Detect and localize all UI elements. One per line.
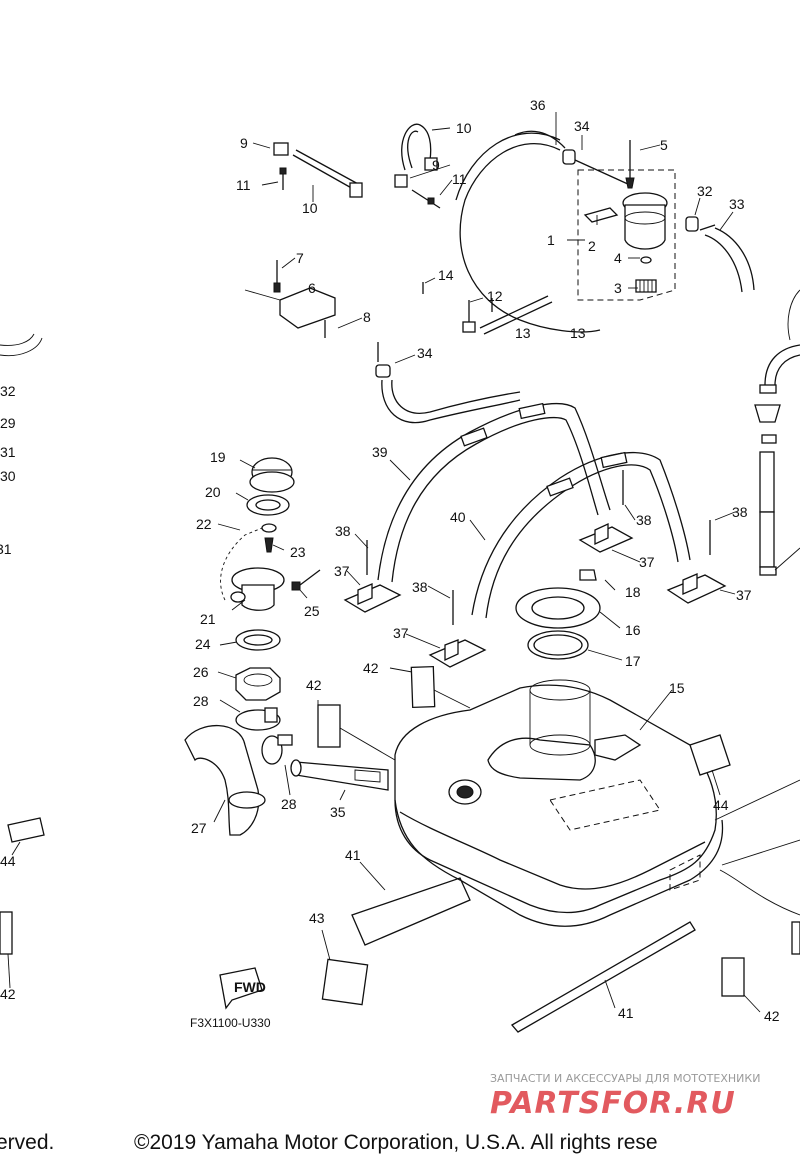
callout-44a: 44: [713, 797, 729, 813]
strap-holders: [343, 470, 727, 668]
callout-6: 6: [308, 280, 316, 296]
callout-41b: 41: [618, 1005, 634, 1021]
callout-37a: 37: [334, 563, 350, 579]
tank-pads: [0, 665, 800, 1033]
callout-42c: 42: [764, 1008, 780, 1024]
background-outlines: [0, 289, 800, 916]
callout-28a: 28: [193, 693, 209, 709]
callout-labels: 36 34 5 32 33 1 2 4 3 9 11 10 10 9 11 7 …: [0, 97, 780, 1030]
callout-8: 8: [363, 309, 371, 325]
callout-28b: 28: [281, 796, 297, 812]
callout-11b: 11: [452, 171, 467, 187]
callout-26: 26: [193, 664, 209, 680]
callout-2: 2: [588, 238, 596, 254]
callout-25: 25: [304, 603, 320, 619]
leader-lines: [7, 112, 761, 1013]
fuel-filter-assembly: [455, 130, 755, 333]
callout-41a: 41: [345, 847, 361, 863]
callout-16: 16: [625, 622, 641, 638]
callout-34: 34: [574, 118, 590, 134]
callout-15: 15: [669, 680, 685, 696]
callout-32: 32: [697, 183, 713, 199]
callout-3: 3: [614, 280, 622, 296]
tank-straps: [377, 402, 691, 619]
callout-39: 39: [372, 444, 388, 460]
callout-12: 12: [487, 288, 503, 304]
callout-14: 14: [438, 267, 454, 283]
callout-13: 13: [515, 325, 531, 341]
callout-19: 19: [210, 449, 226, 465]
fwd-label: FWD: [234, 979, 266, 995]
callout-37b: 37: [393, 625, 409, 641]
callout-37c: 37: [639, 554, 655, 570]
callout-10b: 10: [456, 120, 472, 136]
fuel-tank: [394, 679, 724, 927]
copyright-footer: erved. ©2019 Yamaha Motor Corporation, U…: [0, 1131, 800, 1159]
filler-neck-parts: [184, 457, 389, 836]
watermark-tagline: ЗАПЧАСТИ И АКСЕССУАРЫ ДЛЯ МОТОТЕХНИКИ: [490, 1072, 760, 1085]
fwd-arrow-icon: FWD: [219, 967, 266, 1010]
callout-31a: 31: [0, 444, 16, 460]
callout-42d: 42: [0, 986, 16, 1002]
watermark: ЗАПЧАСТИ И АКСЕССУАРЫ ДЛЯ МОТОТЕХНИКИ PA…: [490, 1072, 760, 1121]
callout-20: 20: [205, 484, 221, 500]
callout-22: 22: [196, 516, 212, 532]
callout-34b: 34: [417, 345, 433, 361]
callout-35: 35: [330, 804, 346, 820]
callout-1: 1: [547, 232, 555, 248]
callout-23: 23: [290, 544, 306, 560]
callout-7: 7: [296, 250, 304, 266]
callout-40: 40: [450, 509, 466, 525]
right-hose-assembly: [754, 344, 800, 576]
copyright-fragment: erved.: [0, 1131, 55, 1154]
callout-30: 30: [0, 468, 16, 484]
callout-4: 4: [614, 250, 622, 266]
callout-17: 17: [625, 653, 641, 669]
watermark-logo: PARTSFOR.RU: [490, 1086, 736, 1121]
callout-5: 5: [660, 137, 668, 153]
callout-44b: 44: [0, 853, 16, 869]
callout-37d: 37: [736, 587, 752, 603]
callout-27: 27: [191, 820, 207, 836]
callout-36: 36: [530, 97, 546, 113]
callout-38a: 38: [335, 523, 351, 539]
callout-32b: 32: [0, 383, 16, 399]
callout-38b: 38: [412, 579, 428, 595]
callout-43: 43: [309, 910, 325, 926]
callout-9b: 9: [432, 157, 440, 173]
copyright-text: ©2019 Yamaha Motor Corporation, U.S.A. A…: [134, 1131, 658, 1154]
callout-38d: 38: [732, 504, 748, 520]
callout-42b: 42: [363, 660, 379, 676]
callout-18: 18: [625, 584, 641, 600]
cable-ties-and-clips: [244, 123, 553, 338]
callout-33: 33: [729, 196, 745, 212]
callout-24: 24: [195, 636, 211, 652]
callout-31b: 31: [0, 541, 12, 557]
fuel-pump-mount: [515, 569, 601, 660]
callout-42a: 42: [306, 677, 322, 693]
callout-29: 29: [0, 415, 16, 431]
callout-13b: 13: [570, 325, 586, 341]
callout-9a: 9: [240, 135, 248, 151]
callout-10a: 10: [302, 200, 318, 216]
breather-hose: [375, 342, 521, 424]
callout-11a: 11: [236, 177, 251, 193]
callout-38c: 38: [636, 512, 652, 528]
diagram-code: F3X1100-U330: [190, 1016, 271, 1030]
callout-21: 21: [200, 611, 216, 627]
